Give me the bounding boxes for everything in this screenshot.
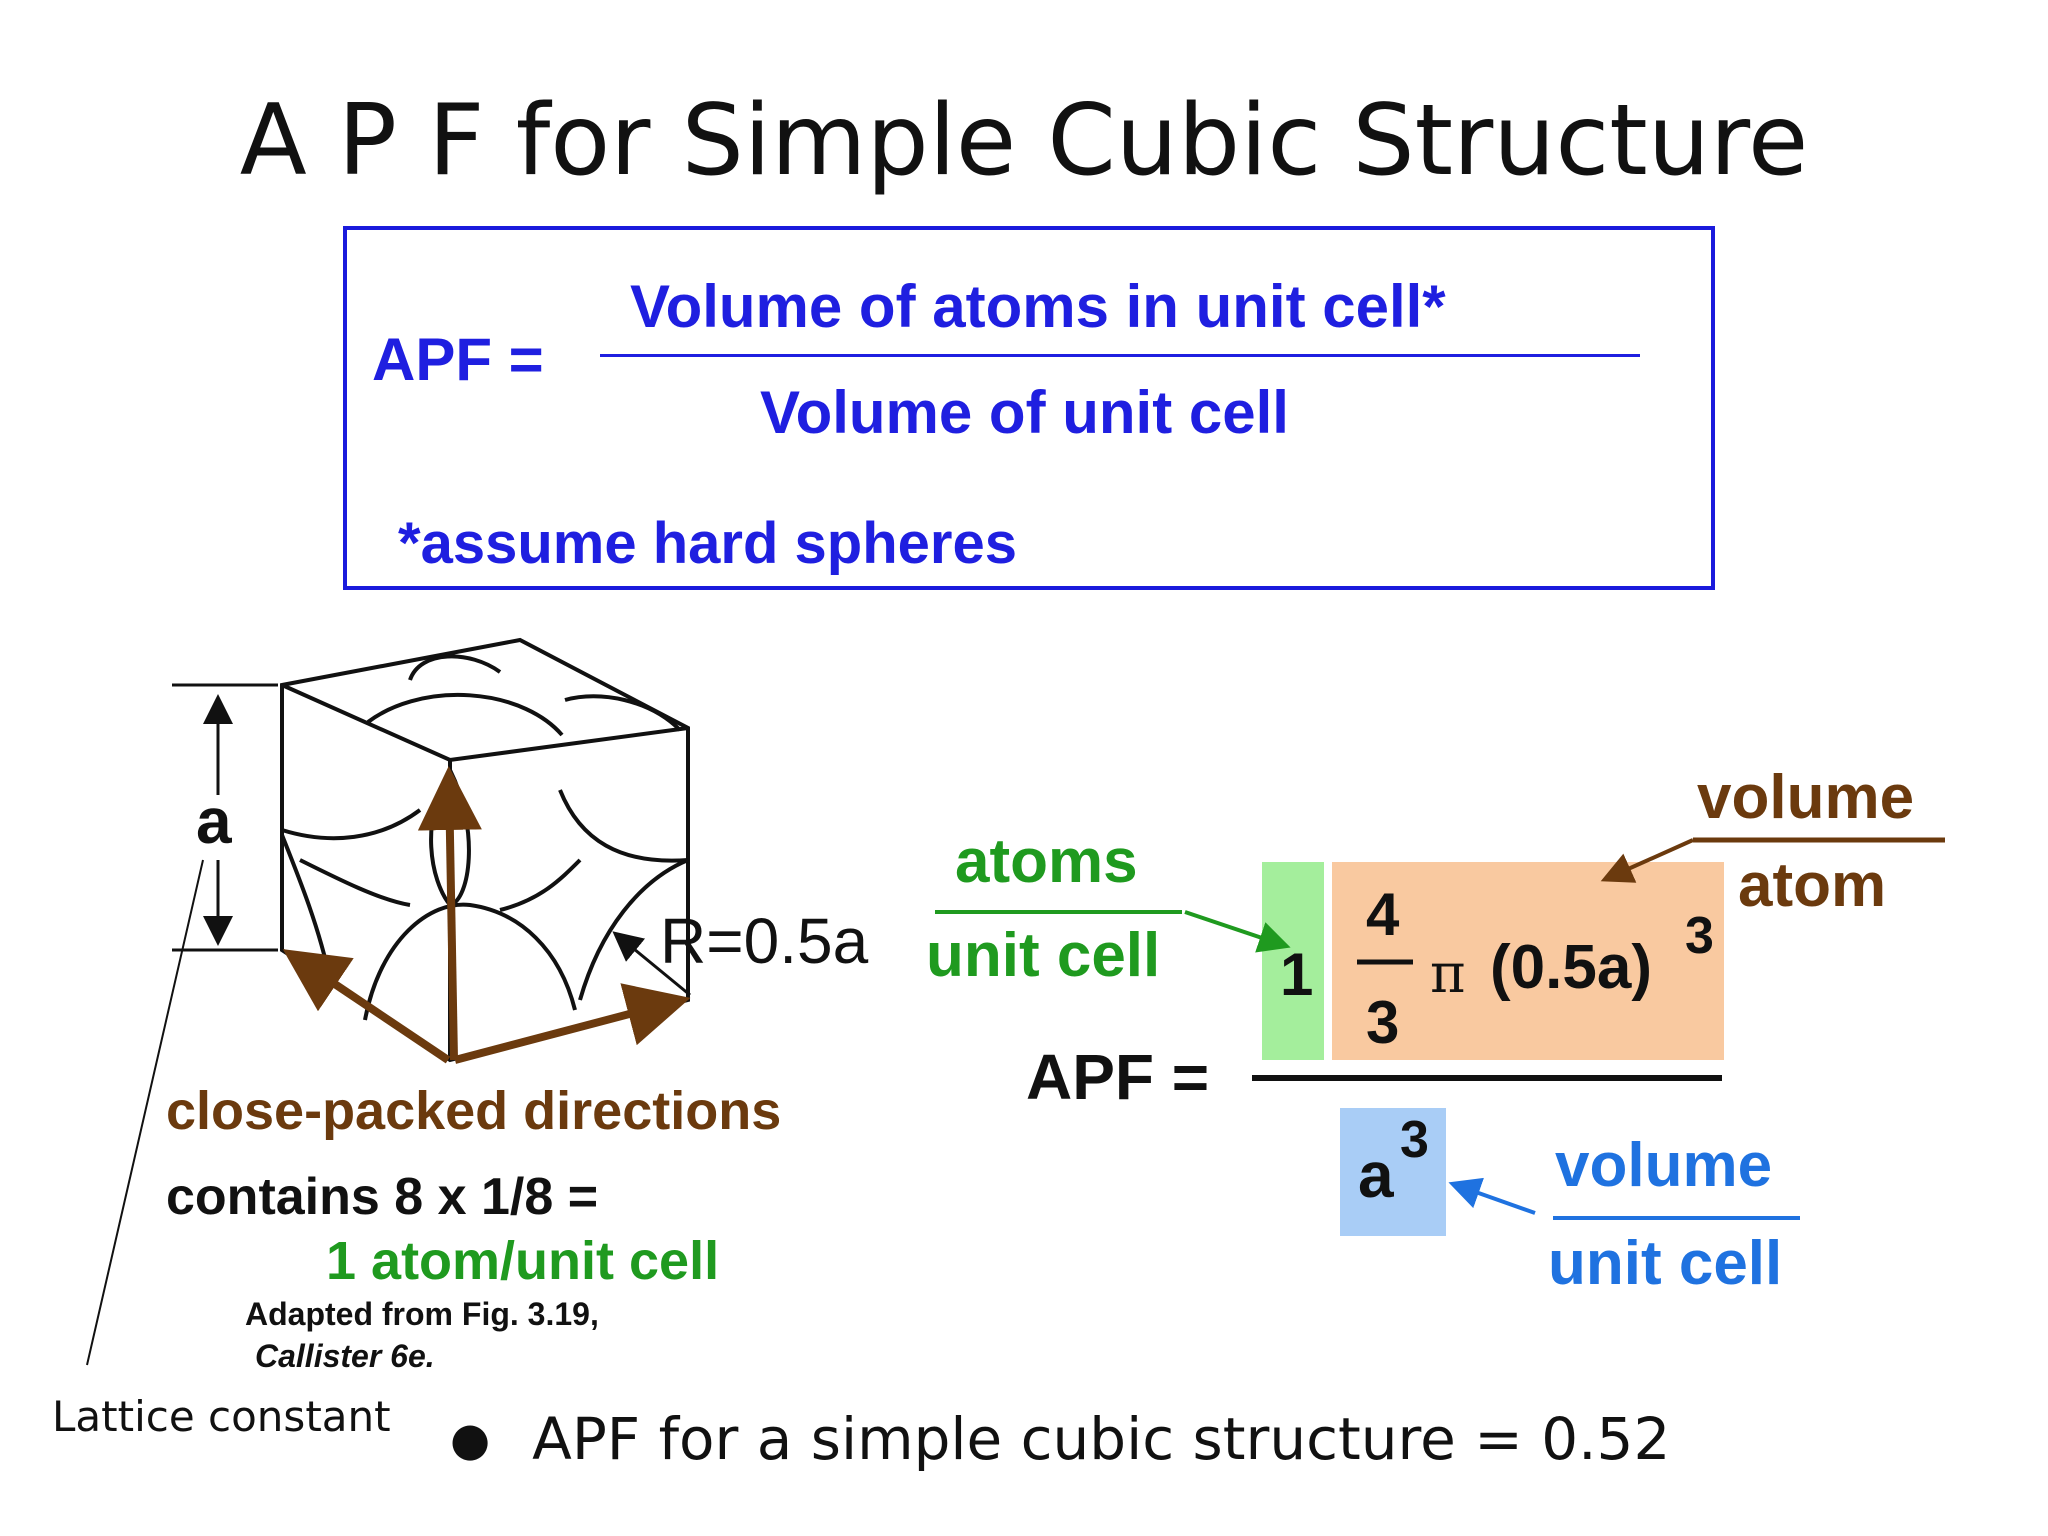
- fraction-numerator: 4: [1366, 881, 1400, 948]
- definition-lhs: APF =: [372, 326, 544, 393]
- definition-numerator: Volume of atoms in unit cell*: [630, 273, 1446, 340]
- edge-label: a: [196, 785, 232, 857]
- apf-result-bullet: ● APF for a simple cubic structure = 0.52: [450, 1405, 1670, 1473]
- volume-top-label: volume: [1697, 763, 1915, 832]
- page-title: A P F for Simple Cubic Structure: [239, 84, 1809, 198]
- bullet-icon: ●: [450, 1412, 491, 1466]
- fraction-denominator: 3: [1366, 989, 1400, 1056]
- cell-volume-top-label: volume: [1555, 1131, 1773, 1200]
- denominator-exponent: 3: [1400, 1111, 1429, 1169]
- apf-result-text: APF for a simple cubic structure = 0.52: [532, 1405, 1671, 1473]
- radius-term: (0.5a): [1490, 933, 1652, 1002]
- lattice-constant-label: Lattice constant: [52, 1392, 391, 1441]
- volume-atom-arrow: [1600, 838, 1694, 883]
- atom-count-value: 1: [1280, 941, 1314, 1008]
- cube-outline: [280, 637, 690, 1063]
- cell-volume-arrow: [1448, 1177, 1536, 1215]
- radius-arrow: [612, 931, 691, 997]
- atoms-top-label: atoms: [955, 827, 1138, 896]
- pi-symbol: π: [1430, 942, 1466, 1005]
- atom-count-box: [1262, 862, 1324, 1060]
- source-line-1: Adapted from Fig. 3.19,: [245, 1296, 599, 1332]
- cell-volume-box: [1340, 1108, 1446, 1236]
- cell-volume-bottom-label: unit cell: [1548, 1229, 1783, 1298]
- denominator-base: a: [1358, 1139, 1394, 1211]
- contains-label: contains 8 x 1/8 =: [166, 1168, 599, 1226]
- definition-footnote: *assume hard spheres: [398, 511, 1017, 576]
- atoms-bottom-label: unit cell: [926, 921, 1161, 990]
- volume-bottom-label: atom: [1738, 851, 1887, 920]
- definition-fraction-bar: [600, 354, 1640, 357]
- apf-definition-box: [343, 226, 1715, 590]
- directions-label: close-packed directions: [166, 1081, 782, 1141]
- close-packed-arrows: [282, 766, 691, 1064]
- edge-dimension: [172, 683, 278, 952]
- definition-denominator: Volume of unit cell: [760, 379, 1289, 446]
- radius-exponent: 3: [1685, 907, 1714, 965]
- radius-label: R=0.5a: [660, 905, 869, 977]
- lattice-pointer-line: [86, 859, 204, 1366]
- atoms-arrow: [1184, 910, 1291, 953]
- atom-count-label: 1 atom/unit cell: [326, 1231, 720, 1291]
- formula-lhs: APF =: [1026, 1041, 1210, 1113]
- source-line-2: Callister 6e.: [255, 1338, 435, 1374]
